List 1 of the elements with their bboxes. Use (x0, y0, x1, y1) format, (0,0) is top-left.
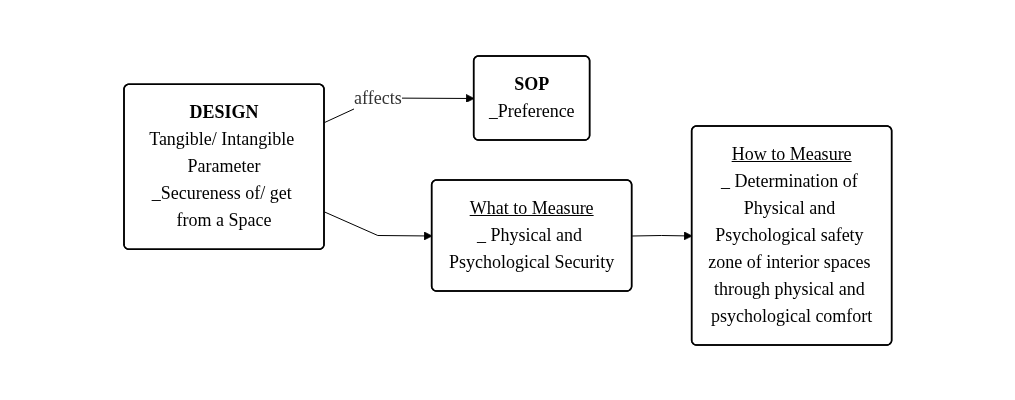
edge-label: affects (353, 87, 402, 107)
